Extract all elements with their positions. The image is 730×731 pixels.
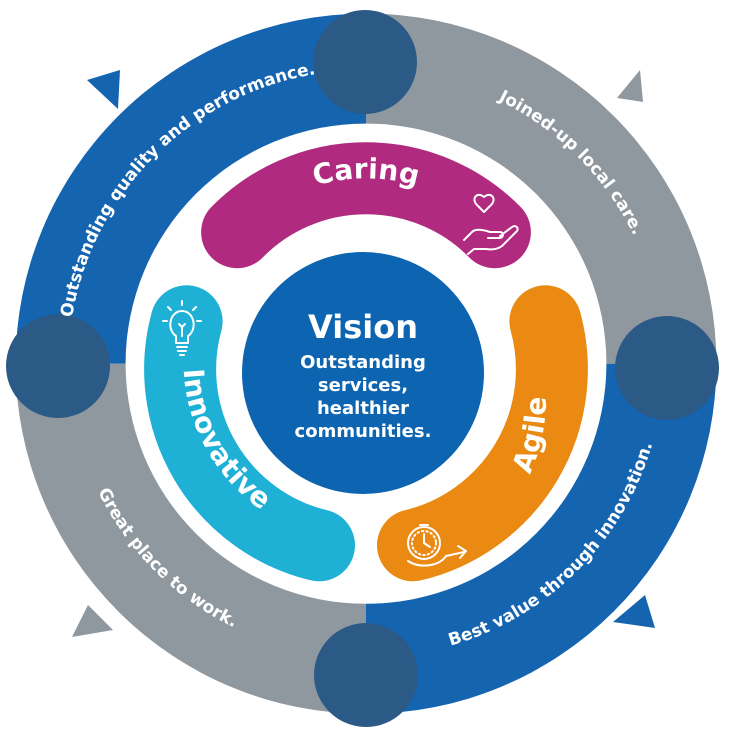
arrow-tip-local-care xyxy=(617,70,643,102)
outer-ring-segment-quality xyxy=(15,13,367,364)
hand-heart-icon xyxy=(463,193,519,255)
lightbulb-icon xyxy=(162,300,202,356)
vision-center-circle xyxy=(242,252,484,494)
outer-ring-segment-local-care xyxy=(366,13,717,364)
vision-line-4: communities. xyxy=(295,421,432,442)
vision-line-3: healthier xyxy=(317,398,409,419)
vision-title: Vision xyxy=(308,308,418,346)
ring-joint-top xyxy=(313,10,417,114)
arrow-tip-best-value xyxy=(613,595,655,628)
outer-ring-segment-best-value xyxy=(366,363,717,714)
value-band-caring xyxy=(201,142,531,269)
vision-line-1: Outstanding xyxy=(300,352,426,373)
vision-line-2: services, xyxy=(318,375,408,396)
ring-joint-left xyxy=(6,314,110,418)
stopwatch-icon xyxy=(407,524,467,567)
outer-ring-segment-great-place xyxy=(15,363,366,714)
arrow-tip-great-place xyxy=(72,605,113,637)
ring-joint-bottom xyxy=(314,623,418,727)
arrow-tip-quality xyxy=(87,70,120,109)
value-band-agile xyxy=(377,285,588,582)
value-band-innovative xyxy=(144,285,355,582)
ring-joint-right xyxy=(615,316,719,420)
